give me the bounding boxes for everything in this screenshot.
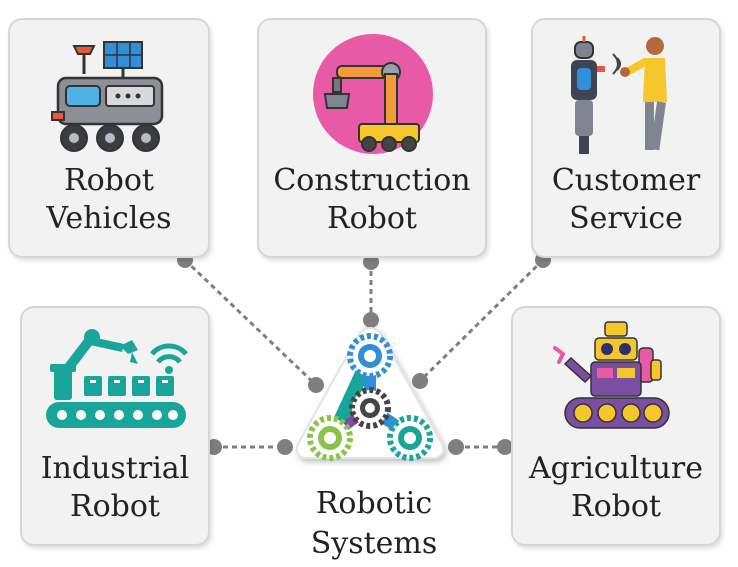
robot-vehicle-icon bbox=[51, 41, 164, 152]
connector-dot bbox=[308, 377, 324, 393]
connector-dot bbox=[497, 439, 513, 455]
connector-dot bbox=[363, 312, 379, 328]
connector-dot bbox=[412, 373, 428, 389]
card-title-line1: Agriculture bbox=[529, 451, 703, 486]
center-label-line2: Systems bbox=[310, 526, 438, 561]
card-industrial-robot: Industrial Robot bbox=[20, 306, 210, 546]
service-robot-icon bbox=[571, 36, 667, 154]
center-label-line1: Robotic bbox=[315, 486, 433, 521]
card-title-line2: Vehicles bbox=[46, 201, 172, 236]
card-title-line2: Robot bbox=[327, 201, 417, 236]
industrial-arm-conveyor-icon bbox=[46, 329, 188, 428]
card-title-line2: Service bbox=[569, 201, 683, 236]
card-customer-service: Customer Service bbox=[531, 18, 721, 258]
connector-dot bbox=[206, 439, 222, 455]
agriculture-robot-icon bbox=[553, 321, 670, 429]
card-robot-vehicles: Robot Vehicles bbox=[8, 18, 210, 258]
center-label: Robotic Systems bbox=[296, 484, 452, 564]
gears-triangle-icon bbox=[295, 326, 445, 461]
card-title-line1: Customer bbox=[551, 163, 701, 198]
card-title-line1: Construction bbox=[273, 163, 471, 198]
connector-dot bbox=[363, 254, 379, 270]
card-agriculture-robot: Agriculture Robot bbox=[511, 306, 721, 546]
connector-dot bbox=[448, 439, 464, 455]
card-title-line2: Robot bbox=[571, 489, 661, 524]
connector-dot bbox=[277, 439, 293, 455]
card-construction-robot: Construction Robot bbox=[257, 18, 487, 258]
card-title-line2: Robot bbox=[70, 489, 160, 524]
card-title-line1: Robot bbox=[64, 163, 154, 198]
card-title-line1: Industrial bbox=[40, 451, 190, 486]
construction-robot-arm-icon bbox=[313, 34, 433, 154]
